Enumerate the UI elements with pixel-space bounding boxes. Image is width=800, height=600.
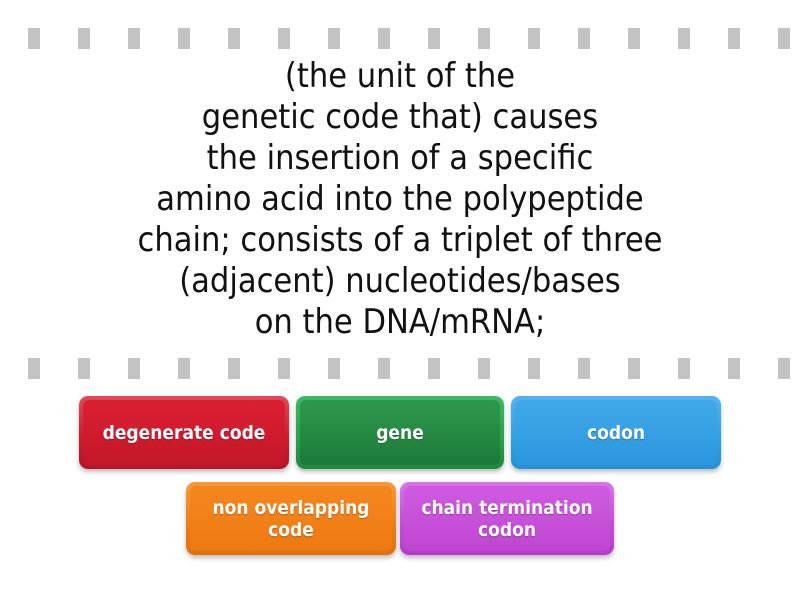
answer-row-top: degenerate code gene codon (0, 396, 800, 469)
answer-options: degenerate code gene codon non overlappi… (0, 396, 800, 576)
answer-tile-label: chain termination codon (404, 486, 610, 551)
answer-tile-chain-termination-codon[interactable]: chain termination codon (400, 482, 614, 555)
answer-tile-label: codon (515, 400, 717, 465)
answer-tile-gene[interactable]: gene (296, 396, 504, 469)
answer-tile-label: non overlapping code (190, 486, 392, 551)
answer-tile-codon[interactable]: codon (511, 396, 721, 469)
answer-tile-label: gene (300, 400, 500, 465)
dashed-divider-top (0, 28, 800, 49)
question-text: (the unit of the genetic code that) caus… (137, 56, 663, 342)
dashed-divider-bottom (0, 358, 800, 379)
answer-tile-degenerate-code[interactable]: degenerate code (79, 396, 289, 469)
answer-row-bottom: non overlapping code chain termination c… (0, 482, 800, 555)
question-panel: (the unit of the genetic code that) caus… (0, 56, 800, 352)
answer-tile-label: degenerate code (83, 400, 285, 465)
answer-tile-non-overlapping-code[interactable]: non overlapping code (186, 482, 396, 555)
